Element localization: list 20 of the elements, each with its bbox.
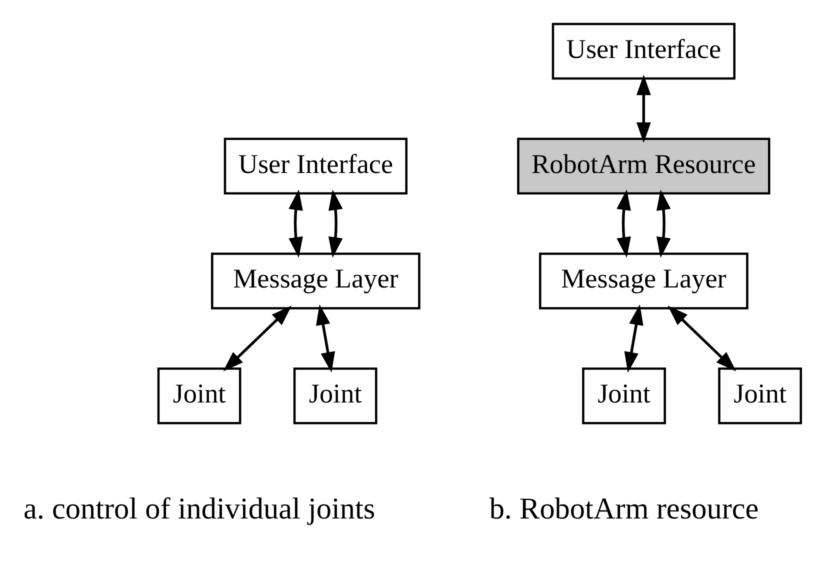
- arrow: [316, 304, 336, 373]
- node-box: Message Layer: [211, 252, 420, 310]
- node-box: RobotArm Resource: [517, 138, 770, 194]
- node-box: Joint: [582, 368, 666, 424]
- arrow: [288, 190, 303, 258]
- arrow: [616, 190, 631, 258]
- node-box: Joint: [157, 368, 242, 424]
- node-box: Joint: [293, 368, 378, 424]
- label: b. RobotArm resource: [489, 491, 759, 526]
- node-box: User Interface: [224, 138, 408, 194]
- arrow: [656, 190, 671, 258]
- arrow: [223, 306, 292, 372]
- node-box: User Interface: [552, 22, 736, 80]
- node-box: Joint: [718, 368, 802, 424]
- arrow: [624, 304, 644, 373]
- node-box: Message Layer: [539, 252, 748, 310]
- arrow: [668, 306, 736, 372]
- arrow: [636, 74, 651, 143]
- arrow: [328, 190, 343, 258]
- label: a. control of individual joints: [23, 491, 376, 526]
